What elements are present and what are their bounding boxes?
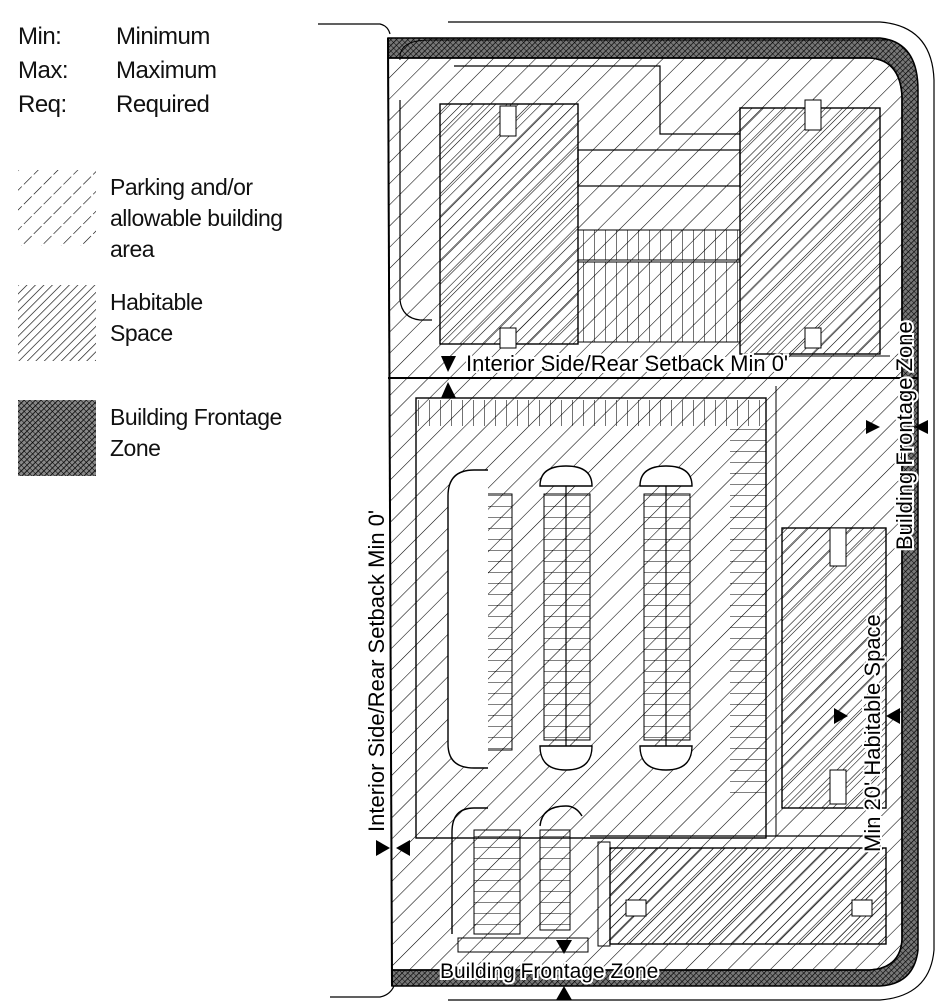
swatch-label-parking: Parking and/or allowable building area [110, 174, 283, 262]
arrow-left-icon [396, 840, 410, 856]
abbr-definition: Minimum [116, 23, 210, 50]
swatch-habitable-hatch [18, 285, 96, 361]
arrow-right-icon [834, 708, 848, 724]
column-notch [804, 99, 822, 131]
habitable-block-ne [739, 107, 881, 355]
arrow-up-icon [556, 986, 572, 1000]
column-notch [499, 105, 517, 137]
stall-row [473, 829, 521, 935]
column-notch [804, 327, 822, 349]
arrow-left-icon [886, 708, 900, 724]
label-interior-setback-left: Interior Side/Rear Setback Min 0' [364, 510, 389, 832]
arrow-right-icon [866, 420, 880, 434]
abbr-term: Req: [18, 91, 67, 118]
abbr-definition: Required [116, 91, 210, 118]
label-interior-setback-top: Interior Side/Rear Setback Min 0' [466, 351, 788, 376]
stall-row [539, 829, 571, 931]
column-notch [829, 769, 847, 805]
stall-row [577, 261, 741, 343]
landscape-island [451, 807, 488, 934]
stall-row-east [730, 420, 766, 800]
label-habitable-min: Min 20' Habitable Space [860, 614, 885, 852]
building-edge [597, 841, 611, 947]
connector-bar [577, 149, 741, 187]
property-line-west [387, 37, 393, 987]
habitable-block-nw [439, 103, 579, 345]
column-notch [851, 899, 873, 917]
building-edge [457, 937, 589, 953]
curb-line [330, 985, 395, 998]
landscape-island [539, 465, 593, 487]
landscape-island [639, 745, 693, 771]
building-edge [590, 835, 881, 848]
stall-row [643, 493, 691, 741]
habitable-block-south-hatch [610, 848, 886, 944]
abbr-definition: Maximum [116, 57, 217, 84]
stall-row [577, 229, 741, 261]
curb-line [318, 23, 391, 35]
arrow-right-icon [376, 840, 390, 856]
stall-row-top [416, 400, 766, 426]
building-edge [454, 65, 740, 135]
abbr-term: Min: [18, 23, 62, 50]
arrow-up-icon [441, 382, 456, 398]
column-notch [625, 899, 647, 917]
landscape-island [539, 745, 593, 771]
habitable-block-east [781, 527, 887, 809]
landscape-island [539, 805, 583, 827]
swatch-label-habitable: Habitable Space [110, 289, 203, 346]
column-notch [829, 527, 847, 567]
arrow-left-icon [914, 420, 928, 434]
upper-lot-edge [399, 39, 890, 61]
swatch-parking-hatch [18, 170, 96, 246]
arrow-down-icon [441, 356, 456, 372]
label-frontage-right: Building Frontage Zone [892, 321, 917, 550]
swatch-label-frontage: Building Frontage Zone [110, 404, 282, 461]
curb-line [448, 21, 935, 1001]
building-edge [399, 100, 432, 321]
arrow-down-icon [556, 940, 572, 954]
landscape-island [639, 465, 693, 487]
stall-row [543, 493, 591, 741]
column-notch [499, 327, 517, 349]
swatch-frontage-hatch [18, 400, 96, 476]
abbr-term: Max: [18, 57, 69, 84]
landscape-island [447, 469, 488, 769]
label-frontage-bottom: Building Frontage Zone [440, 960, 658, 983]
